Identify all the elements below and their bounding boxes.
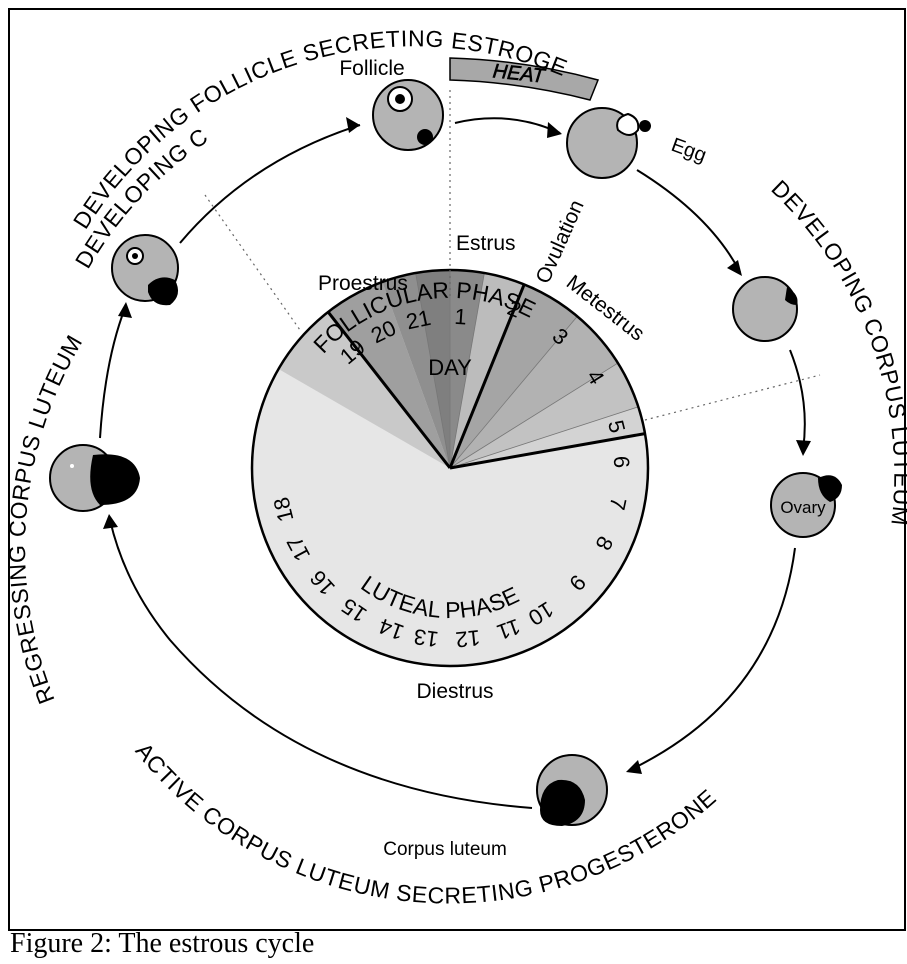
heat-label: HEAT bbox=[492, 60, 548, 87]
labelled-ovary bbox=[770, 472, 842, 538]
arrowhead-5 bbox=[626, 760, 642, 774]
wedge-day-4 bbox=[450, 363, 639, 468]
guide-lines bbox=[204, 90, 821, 421]
egg-label: Egg bbox=[668, 134, 709, 167]
ovulation-ovary bbox=[566, 107, 651, 179]
follicle-label: Follicle bbox=[339, 57, 404, 80]
figure-caption: Figure 2: The estrous cycle bbox=[10, 928, 315, 959]
follicle-ovary bbox=[372, 79, 444, 151]
arrowhead-2 bbox=[547, 122, 562, 138]
wheel-divider-3 bbox=[449, 316, 578, 469]
wedge-day-20 bbox=[382, 273, 450, 468]
wheel-divider-5 bbox=[449, 406, 639, 469]
guide-line-left bbox=[204, 194, 301, 331]
arrowheads bbox=[103, 117, 811, 774]
wheel-divider-2 bbox=[449, 272, 485, 469]
arrow-ovary-to-active-cl bbox=[629, 547, 796, 771]
regressing-ovary-large bbox=[49, 444, 140, 512]
heat-band bbox=[449, 57, 600, 101]
day-label-21: 21 bbox=[404, 305, 433, 335]
figure-frame bbox=[8, 8, 906, 931]
day-label-1: 1 bbox=[454, 304, 468, 330]
ovary-stages bbox=[49, 79, 842, 826]
arc-title-right: DEVELOPING CORPUS LUTEUM bbox=[767, 175, 907, 527]
wheel-divider-4 bbox=[449, 362, 619, 469]
estrus-label: Estrus bbox=[456, 232, 516, 255]
ovary-label: Ovary bbox=[780, 498, 826, 517]
arrow-regress-to-follicle bbox=[179, 124, 361, 244]
guide-line-right bbox=[644, 374, 821, 421]
phase-boundary-1 bbox=[448, 283, 526, 469]
egg-icon bbox=[639, 120, 651, 132]
wedge-metestrus-end bbox=[450, 406, 645, 468]
corpus-luteum-label: Corpus luteum bbox=[383, 839, 507, 860]
arrow-early-cl-to-ovary bbox=[789, 349, 806, 451]
arrow-active-cl-to-regress bbox=[109, 519, 533, 809]
active-corpus-luteum-ovary bbox=[536, 754, 608, 826]
day-heading: DAY bbox=[428, 355, 472, 380]
phase-boundary-2 bbox=[449, 432, 646, 470]
phase-boundary-0 bbox=[326, 311, 452, 469]
wedge-day-19 bbox=[328, 281, 450, 468]
day-label-12: 12 bbox=[454, 625, 481, 652]
arrowhead-7 bbox=[118, 302, 132, 318]
arrowhead-6 bbox=[103, 514, 118, 529]
day-label-18: 18 bbox=[268, 495, 298, 525]
arrowhead-4 bbox=[796, 440, 811, 456]
arc-title-upper-left: DEVELOPING CORPUS LUTEUM bbox=[0, 0, 213, 273]
arrowhead-1 bbox=[346, 117, 360, 133]
regressing-ovary-small bbox=[111, 234, 179, 306]
arrow-regress-upward bbox=[99, 307, 126, 439]
arc-title-left: REGRESSING CORPUS LUTEUM bbox=[4, 330, 87, 707]
early-corpus-luteum-ovary bbox=[732, 276, 798, 342]
wheel-divider-0 bbox=[415, 272, 451, 469]
arrowhead-3 bbox=[727, 260, 742, 276]
day-label-7: 7 bbox=[604, 495, 631, 512]
proestrus-label: Proestrus bbox=[318, 272, 408, 295]
diestrus-label: Diestrus bbox=[416, 680, 493, 703]
arrow-ovulation-to-early-cl bbox=[636, 169, 741, 273]
arrow-follicle-to-ovulation bbox=[454, 117, 561, 134]
arc-title-top: DEVELOPING FOLLICLE SECRETING ESTROGEN bbox=[0, 0, 571, 233]
day-label-13: 13 bbox=[412, 624, 440, 652]
day-label-6: 6 bbox=[609, 455, 634, 468]
wedge-proestrus-outer bbox=[278, 311, 450, 468]
heat-bar: HEAT bbox=[449, 57, 600, 101]
arc-title-bottom: ACTIVE CORPUS LUTEUM SECRETING PROGESTER… bbox=[131, 738, 721, 909]
day-label-5: 5 bbox=[603, 417, 630, 435]
wedge-day-2 bbox=[450, 284, 578, 468]
wedge-day-3 bbox=[450, 316, 618, 468]
